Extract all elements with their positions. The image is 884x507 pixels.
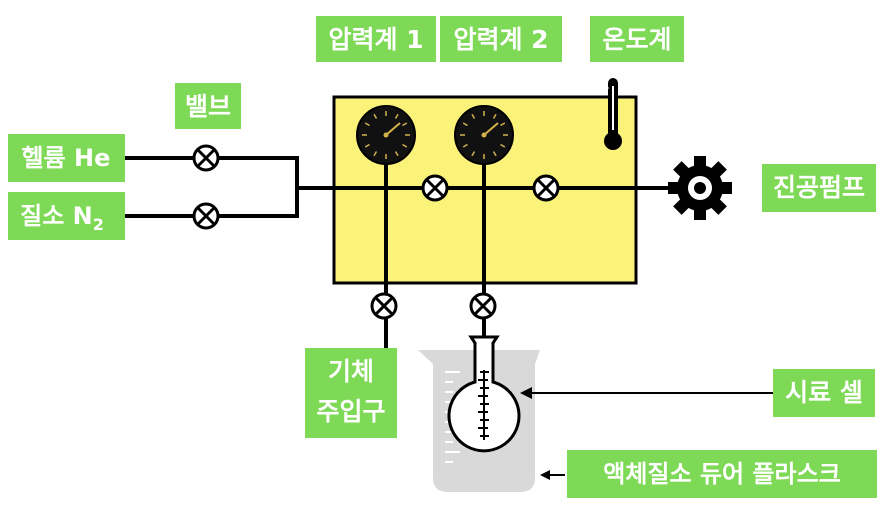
label-thermometer-text: 온도계 bbox=[602, 25, 671, 54]
pressure-gauge-1-icon bbox=[356, 105, 416, 165]
valve-icon[interactable] bbox=[192, 202, 220, 230]
label-gauge-2: 압력계 2 bbox=[440, 16, 562, 62]
nitrogen-subscript: 2 bbox=[93, 215, 104, 234]
label-gas-inlet-line1: 기체 bbox=[328, 357, 374, 386]
dewar-arrow bbox=[540, 470, 565, 480]
label-valve: 밸브 bbox=[175, 83, 241, 129]
label-helium: 헬륨 He bbox=[8, 134, 125, 182]
label-nitrogen-text: 질소 N2 bbox=[20, 202, 104, 234]
nitrogen-prefix: 질소 N bbox=[20, 202, 93, 230]
valve-icon[interactable] bbox=[532, 174, 560, 202]
vacuum-pump-gear-icon bbox=[668, 156, 732, 220]
valve-icon[interactable] bbox=[370, 292, 398, 320]
label-vacuum-pump-text: 진공펌프 bbox=[773, 173, 865, 202]
label-ln2-flask-text: 액체질소 듀어 플라스크 bbox=[603, 460, 841, 488]
label-gauge-1-text: 압력계 1 bbox=[328, 25, 423, 54]
label-ln2-flask: 액체질소 듀어 플라스크 bbox=[567, 450, 877, 498]
label-vacuum-pump: 진공펌프 bbox=[762, 164, 876, 212]
thermometer-icon bbox=[604, 78, 622, 150]
label-helium-text: 헬륨 He bbox=[22, 144, 111, 172]
label-gauge-2-text: 압력계 2 bbox=[453, 25, 548, 54]
label-gas-inlet: 기체 주입구 bbox=[305, 348, 397, 438]
sample-cell-arrow bbox=[520, 387, 773, 399]
label-gauge-1: 압력계 1 bbox=[316, 16, 436, 62]
label-sample-cell-text: 시료 셀 bbox=[785, 378, 863, 407]
pressure-gauge-2-icon bbox=[454, 105, 514, 165]
valve-icon[interactable] bbox=[469, 292, 497, 320]
label-nitrogen: 질소 N2 bbox=[8, 192, 125, 240]
valve-icon[interactable] bbox=[421, 174, 449, 202]
sample-flask-icon bbox=[447, 335, 521, 453]
label-thermometer: 온도계 bbox=[590, 16, 684, 62]
label-gas-inlet-line2: 주입구 bbox=[316, 397, 385, 426]
valve-icon[interactable] bbox=[192, 144, 220, 172]
label-sample-cell: 시료 셀 bbox=[773, 369, 875, 417]
label-valve-text: 밸브 bbox=[185, 92, 231, 121]
